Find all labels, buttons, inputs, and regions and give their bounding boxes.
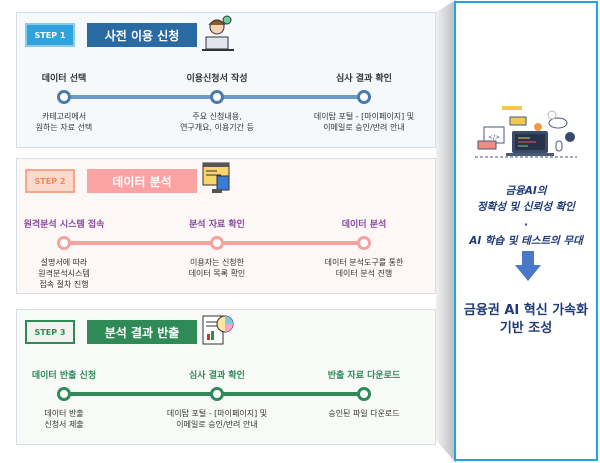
step-title: 데이터 분석 [87, 169, 197, 193]
developer-workspace-icon: </> [475, 106, 577, 158]
perspective-shade [436, 0, 456, 463]
timeline-node [57, 236, 71, 250]
summary-italic-line: · [524, 219, 528, 231]
step-tag: STEP 3 [25, 320, 75, 344]
step-title: 분석 결과 반출 [87, 320, 197, 344]
timeline-node [57, 387, 71, 401]
node-label: 심사 결과 확인 [189, 371, 245, 381]
summary-italic-line: AI 학습 및 테스트의 무대 [469, 235, 583, 247]
timeline-node [357, 90, 371, 104]
node-label: 데이터 선택 [41, 74, 87, 84]
summary-italic-line: 금융AI의 [505, 185, 547, 197]
timeline-node [210, 387, 224, 401]
timeline-node [57, 90, 71, 104]
code-monitor-database-icon [197, 159, 239, 199]
node-label: 반출 자료 다운로드 [327, 371, 401, 381]
timeline-node [210, 236, 224, 250]
node-label: 데이터 분석 [341, 220, 387, 230]
summary-result-line: 금융권 AI 혁신 가속화 [463, 303, 589, 318]
node-label: 분석 자료 확인 [189, 220, 245, 230]
svg-text:</>: </> [488, 134, 500, 141]
node-label: 원격분석 시스템 접속 [23, 220, 105, 230]
step-tag: STEP 1 [25, 23, 75, 47]
timeline-node [357, 236, 371, 250]
summary-result-line: 기반 조성 [499, 321, 553, 336]
timeline-node [210, 90, 224, 104]
summary-italic-line: 정확성 및 신뢰성 확인 [477, 201, 575, 213]
step-title: 사전 이용 신청 [87, 23, 197, 47]
node-description: 주요 신청내용,연구개요, 이용기간 등 [180, 112, 254, 132]
node-label: 이용신청서 작성 [186, 74, 248, 84]
node-label: 데이터 반출 신청 [31, 371, 97, 381]
node-description: 승인된 파일 다운로드 [328, 409, 400, 418]
node-label: 심사 결과 확인 [336, 74, 392, 84]
arrow-down-icon [515, 251, 541, 281]
timeline-node [357, 387, 371, 401]
report-pie-chart-icon [197, 310, 239, 350]
step-tag: STEP 2 [25, 169, 75, 193]
person-laptop-icon [197, 13, 239, 53]
